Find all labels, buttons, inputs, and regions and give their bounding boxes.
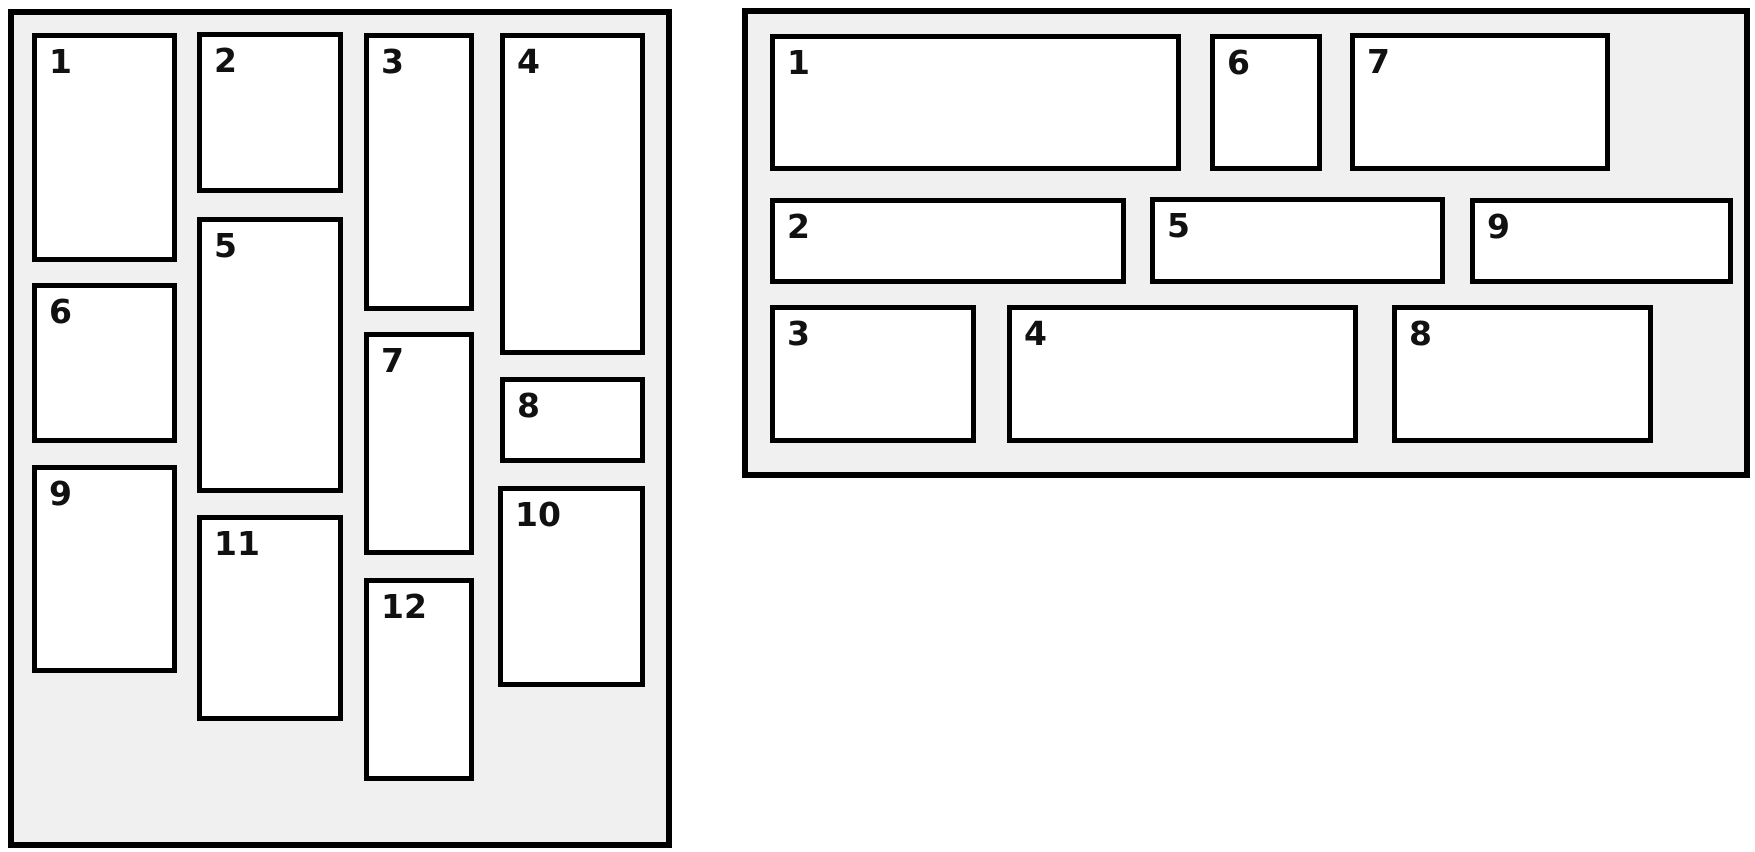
masonry-item-number: 3 (787, 314, 810, 353)
masonry-item: 5 (197, 217, 343, 493)
masonry-item: 11 (197, 515, 343, 721)
masonry-item-number: 8 (517, 386, 540, 425)
masonry-item: 9 (32, 465, 177, 673)
masonry-item-number: 2 (214, 41, 237, 80)
masonry-item: 12 (364, 578, 474, 781)
masonry-item-number: 3 (381, 42, 404, 81)
masonry-item-number: 6 (1227, 43, 1250, 82)
masonry-item: 3 (364, 33, 474, 311)
masonry-item-number: 4 (1024, 314, 1047, 353)
masonry-item-number: 7 (1367, 42, 1390, 81)
masonry-item: 10 (498, 486, 645, 687)
masonry-item: 2 (770, 198, 1126, 284)
masonry-item-number: 2 (787, 207, 810, 246)
masonry-item-number: 8 (1409, 314, 1432, 353)
masonry-item-number: 5 (214, 226, 237, 265)
masonry-item: 6 (1210, 34, 1322, 171)
masonry-item-number: 9 (1487, 207, 1510, 246)
masonry-item: 8 (1392, 305, 1653, 443)
masonry-item: 7 (1350, 33, 1610, 171)
masonry-item-number: 7 (381, 341, 404, 380)
masonry-item: 3 (770, 305, 976, 443)
masonry-item-number: 1 (787, 43, 810, 82)
masonry-item-number: 6 (49, 292, 72, 331)
masonry-item: 2 (197, 32, 343, 193)
masonry-item: 7 (364, 332, 474, 555)
masonry-item-number: 4 (517, 42, 540, 81)
masonry-item: 8 (500, 377, 645, 463)
masonry-item: 4 (500, 33, 645, 355)
horizontal-masonry-panel: 1 6 7 2 5 9 3 4 8 (742, 8, 1750, 478)
masonry-item-number: 10 (515, 495, 561, 534)
masonry-item: 1 (770, 34, 1181, 171)
masonry-item: 1 (32, 33, 177, 262)
masonry-item-number: 9 (49, 474, 72, 513)
masonry-item: 6 (32, 283, 177, 443)
masonry-item: 5 (1150, 197, 1445, 284)
masonry-item: 4 (1007, 305, 1358, 443)
masonry-item-number: 1 (49, 42, 72, 81)
masonry-item-number: 5 (1167, 206, 1190, 245)
masonry-item: 9 (1470, 198, 1733, 284)
masonry-item-number: 11 (214, 524, 260, 563)
vertical-masonry-panel: 1 6 9 2 5 11 3 7 12 4 (8, 9, 672, 848)
masonry-item-number: 12 (381, 587, 427, 626)
